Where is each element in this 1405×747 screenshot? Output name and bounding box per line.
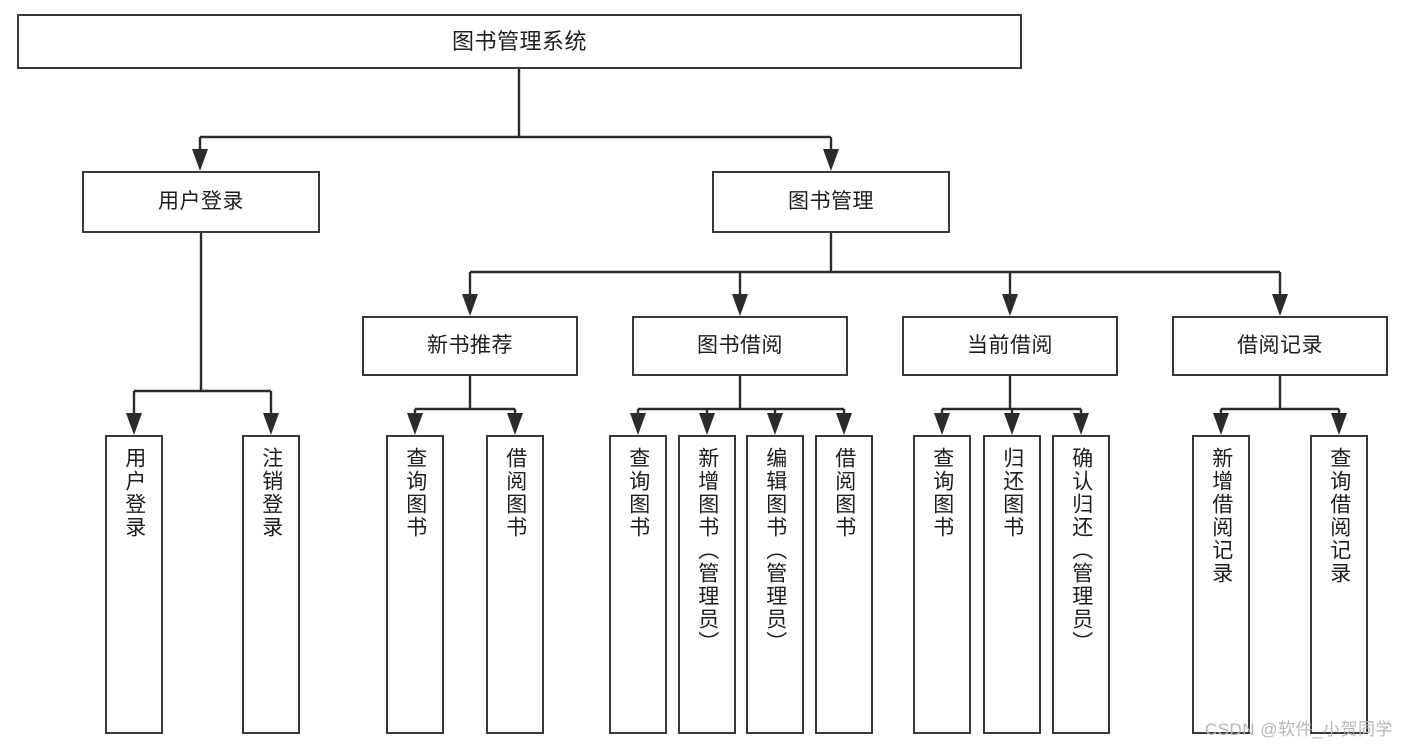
node-label: 查询图书 xyxy=(930,447,954,539)
node-label: 图书管理系统 xyxy=(451,28,587,54)
node-leaf-user-logout[interactable]: 注销登录 xyxy=(242,435,300,734)
node-leaf-record-search[interactable]: 查询借阅记录 xyxy=(1310,435,1368,734)
node-label: 图书借阅 xyxy=(697,333,783,357)
node-label: 当前借阅 xyxy=(967,333,1053,357)
node-label: 编辑图书（管理员） xyxy=(763,447,787,654)
node-label: 借阅图书 xyxy=(503,447,527,539)
node-leaf-borrow-add-book[interactable]: 新增图书（管理员） xyxy=(678,435,736,734)
node-label: 图书管理 xyxy=(788,189,874,213)
node-current-borrow[interactable]: 当前借阅 xyxy=(902,316,1118,376)
node-label: 用户登录 xyxy=(122,447,146,539)
node-label: 新增图书（管理员） xyxy=(695,447,719,654)
node-label: 查询图书 xyxy=(403,447,427,539)
node-label: 新书推荐 xyxy=(427,333,513,357)
node-new-book-rec[interactable]: 新书推荐 xyxy=(362,316,578,376)
node-leaf-rec-query-book[interactable]: 查询图书 xyxy=(386,435,444,734)
node-leaf-record-add[interactable]: 新增借阅记录 xyxy=(1192,435,1250,734)
node-label: 新增借阅记录 xyxy=(1209,447,1233,585)
node-book-borrow[interactable]: 图书借阅 xyxy=(632,316,848,376)
node-label: 用户登录 xyxy=(158,189,244,213)
node-leaf-borrow-edit-book[interactable]: 编辑图书（管理员） xyxy=(746,435,804,734)
node-label: 注销登录 xyxy=(259,447,283,539)
node-leaf-user-login[interactable]: 用户登录 xyxy=(105,435,163,734)
node-label: 归还图书 xyxy=(1000,447,1024,539)
node-leaf-current-return-book[interactable]: 归还图书 xyxy=(983,435,1041,734)
node-label: 借阅记录 xyxy=(1237,333,1323,357)
node-user-login[interactable]: 用户登录 xyxy=(82,171,320,233)
node-leaf-current-confirm-return[interactable]: 确认归还（管理员） xyxy=(1052,435,1110,734)
node-leaf-current-query-book[interactable]: 查询图书 xyxy=(913,435,971,734)
node-label: 借阅图书 xyxy=(832,447,856,539)
node-label: 查询借阅记录 xyxy=(1327,447,1351,585)
node-label: 确认归还（管理员） xyxy=(1069,447,1093,654)
node-book-manage[interactable]: 图书管理 xyxy=(712,171,950,233)
connector-lines xyxy=(126,69,1347,435)
node-leaf-rec-borrow-book[interactable]: 借阅图书 xyxy=(486,435,544,734)
node-borrow-record[interactable]: 借阅记录 xyxy=(1172,316,1388,376)
node-root-system[interactable]: 图书管理系统 xyxy=(17,14,1022,69)
watermark-text: CSDN @软件_小贺同学 xyxy=(1204,720,1393,739)
node-leaf-borrow-lend-book[interactable]: 借阅图书 xyxy=(815,435,873,734)
node-label: 查询图书 xyxy=(626,447,650,539)
node-leaf-borrow-query-book[interactable]: 查询图书 xyxy=(609,435,667,734)
